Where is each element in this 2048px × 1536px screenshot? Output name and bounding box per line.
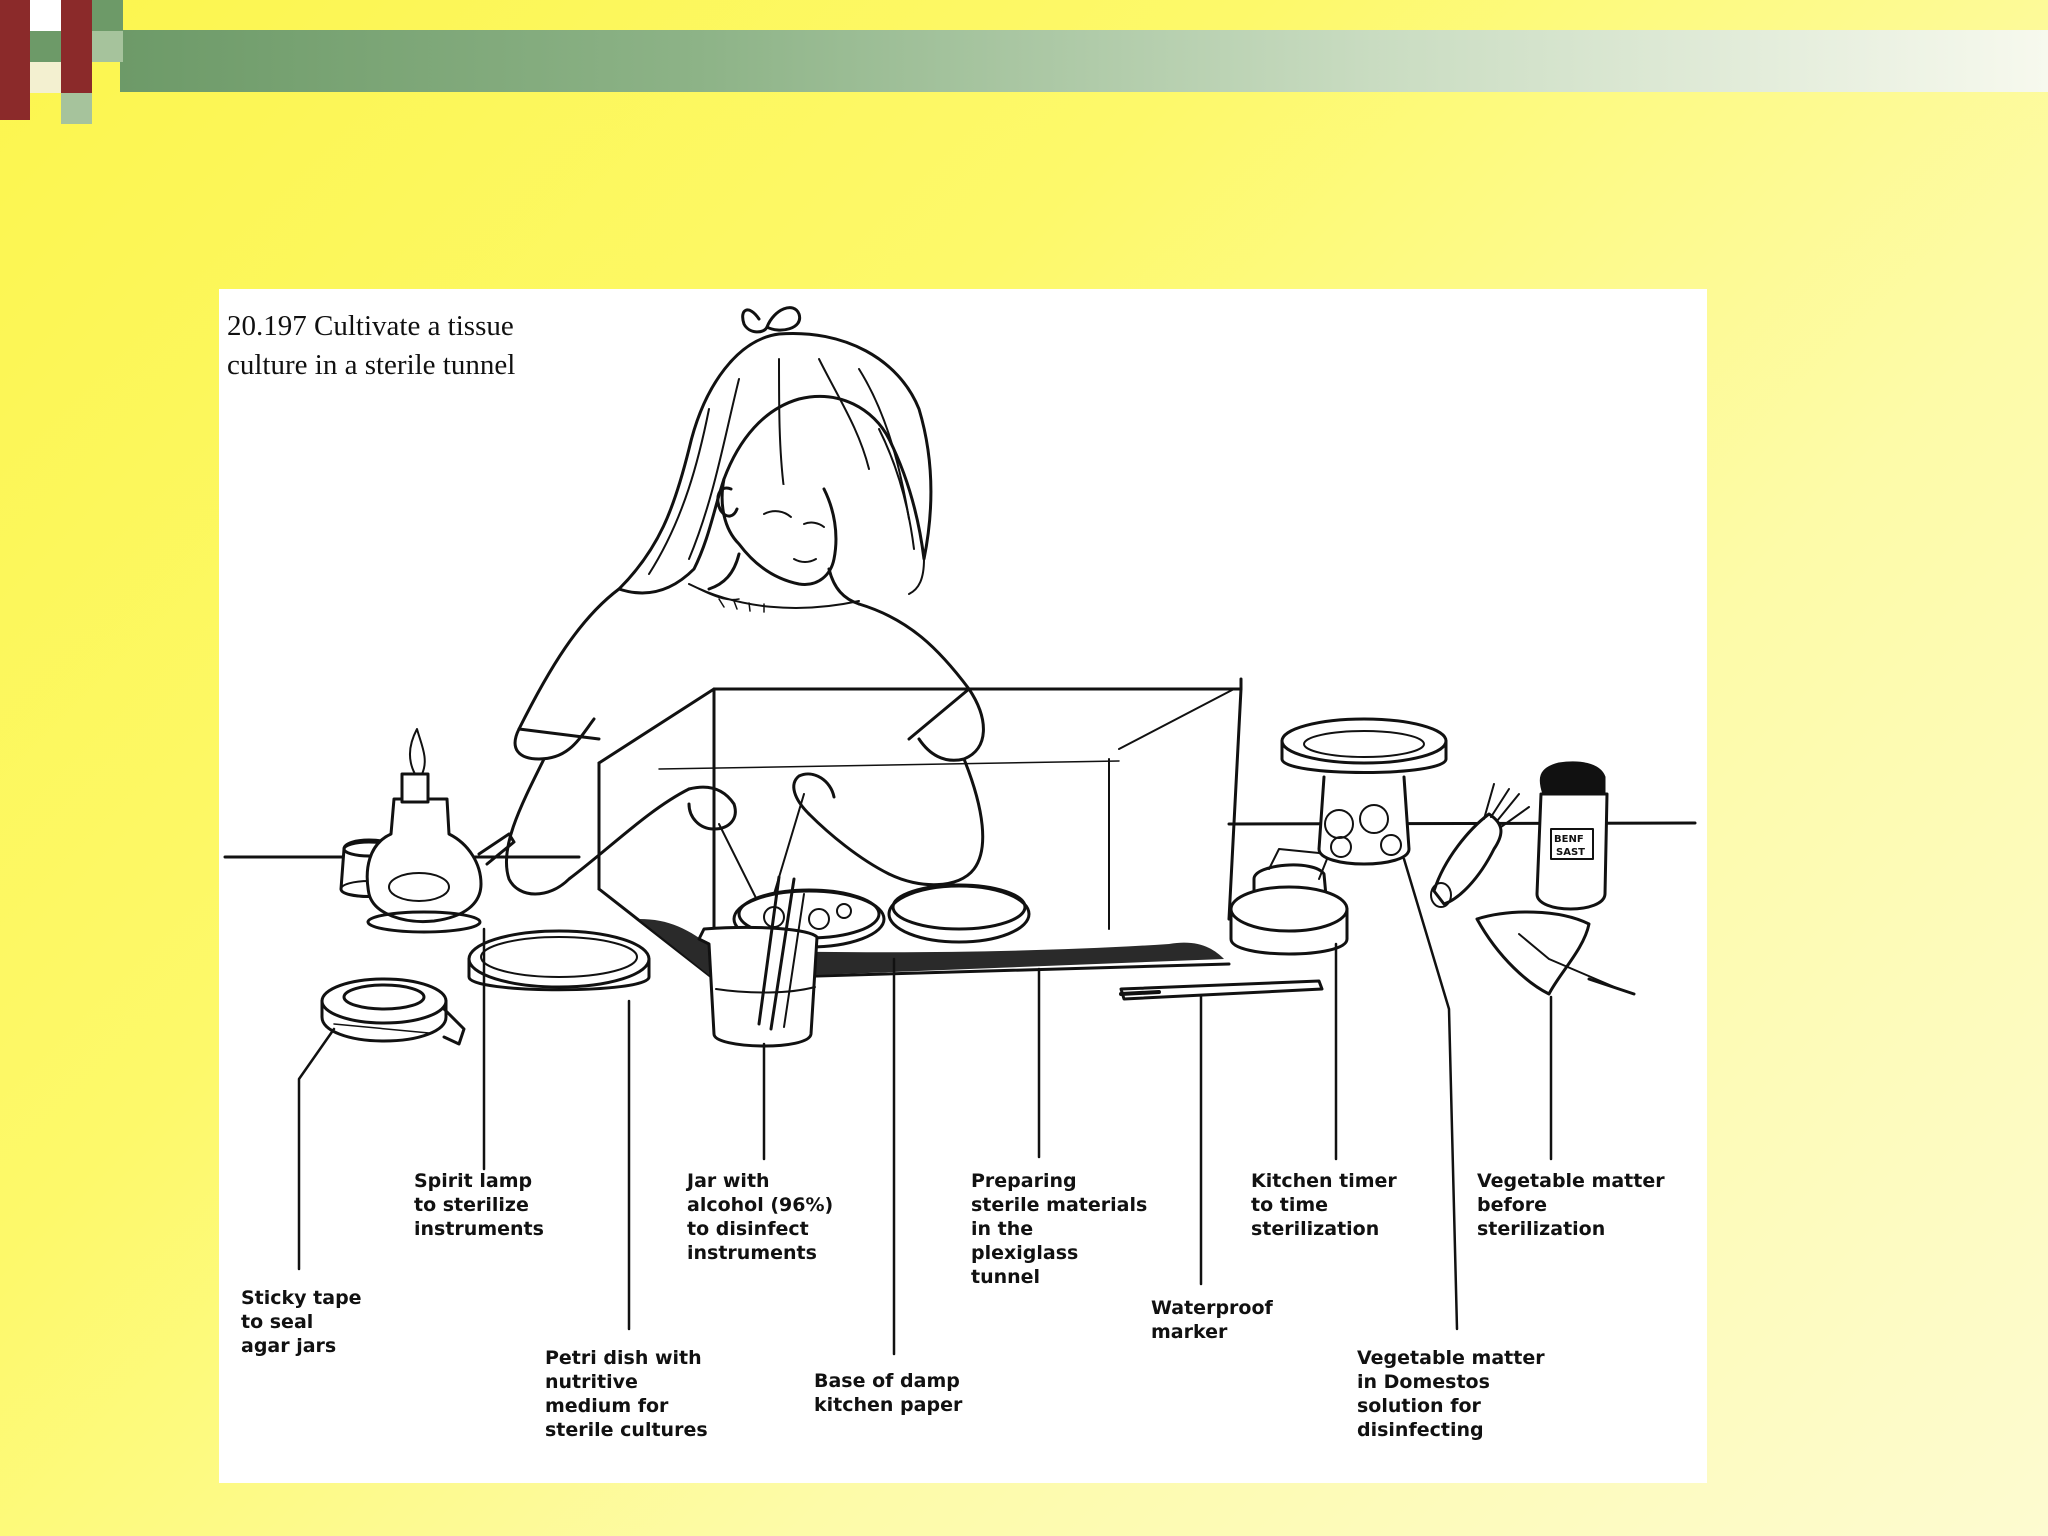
diagram-panel: 20.197 Cultivate a tissue culture in a s… (219, 289, 1707, 1483)
domestos-jar (1280, 717, 1448, 866)
jar-label: BENF (1554, 834, 1584, 845)
decor-square (61, 93, 92, 124)
label-timer: Kitchen timer to time sterilization (1251, 1170, 1397, 1240)
label-base-paper: Base of damp kitchen paper (814, 1370, 963, 1416)
carrot (1430, 783, 1530, 908)
spirit-lamp (365, 728, 516, 934)
small-jar: BENF SAST (1535, 761, 1609, 911)
header-bar (120, 30, 2048, 92)
label-spirit-lamp: Spirit lamp to sterilize instruments (414, 1170, 544, 1240)
decor-square (30, 62, 61, 93)
decor-square (0, 0, 30, 120)
label-preparing: Preparing sterile materials in the plexi… (971, 1170, 1148, 1288)
label-jar-alcohol: Jar with alcohol (96%) to disinfect inst… (687, 1170, 834, 1264)
label-sticky-tape: Sticky tape to seal agar jars (241, 1287, 362, 1357)
leader-lines (297, 857, 1553, 1356)
petri-dish (467, 929, 651, 992)
marker (1119, 979, 1324, 1001)
decor-square (61, 31, 92, 62)
decor-square (61, 0, 92, 31)
decor-square (30, 0, 61, 31)
decor-square (61, 62, 92, 93)
label-veg-domestos: Vegetable matter in Domestos solution fo… (1357, 1347, 1545, 1441)
decor-square (30, 31, 61, 62)
label-veg-before: Vegetable matter before sterilization (1477, 1170, 1665, 1240)
kitchen-timer (1229, 848, 1349, 956)
alcohol-jar (697, 875, 819, 1048)
vegetable-leaf (1475, 910, 1636, 996)
label-marker: Waterproof marker (1151, 1297, 1273, 1343)
label-petri-dish: Petri dish with nutritive medium for ste… (545, 1347, 708, 1441)
table-edge (1227, 821, 1697, 826)
decor-square (92, 31, 123, 62)
diagram-title: 20.197 Cultivate a tissue culture in a s… (227, 310, 516, 381)
decor-square (92, 0, 123, 31)
plexiglass-tunnel (597, 677, 1243, 981)
jar-label: SAST (1556, 847, 1585, 858)
girl-figure (504, 306, 985, 905)
sticky-tape (320, 977, 466, 1046)
illustration: BENF SAST (223, 306, 1697, 1356)
